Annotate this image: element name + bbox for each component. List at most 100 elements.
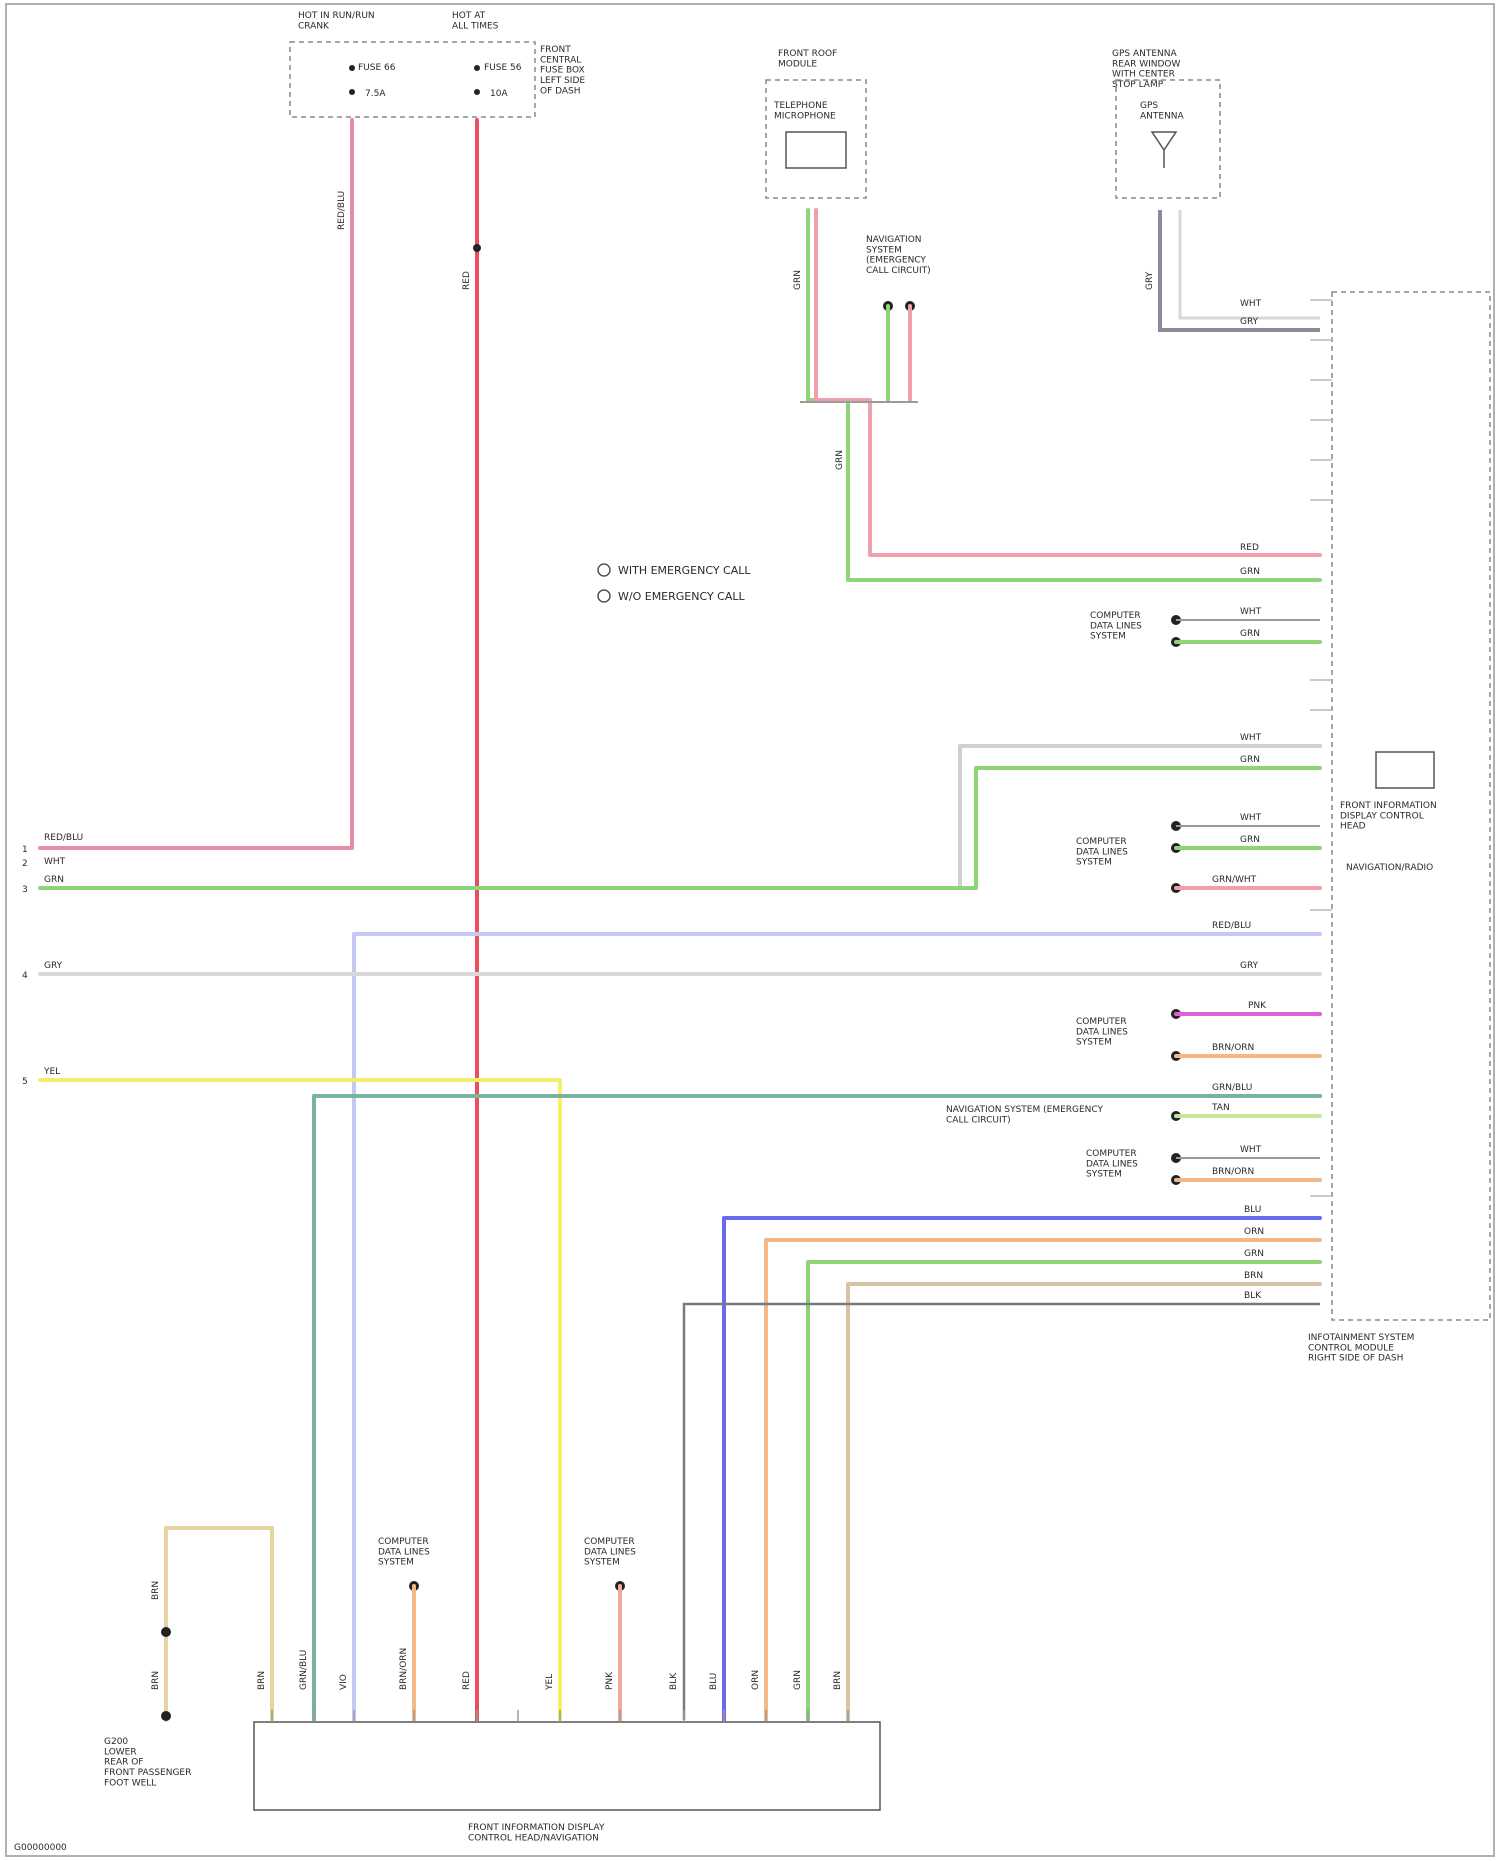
legend-item-1: WITH EMERGENCY CALL bbox=[618, 564, 751, 577]
btag-grn: GRN bbox=[793, 1670, 803, 1690]
left-pin-2-label: WHT bbox=[44, 857, 66, 867]
computer-data-lines-label-4: COMPUTERDATA LINESSYSTEM bbox=[1086, 1149, 1138, 1180]
btag-blu: BLU bbox=[709, 1673, 719, 1690]
tag-grn-blu: GRN/BLU bbox=[1212, 1083, 1252, 1093]
wire-green-bus bbox=[808, 1262, 1320, 1720]
wire-green-input bbox=[976, 768, 1320, 888]
tag-pnk: PNK bbox=[1248, 1001, 1267, 1011]
tag-wht-3: WHT bbox=[1240, 733, 1262, 743]
wire-color-tags-vertical: RED/BLU RED GRN GRN GRY bbox=[337, 191, 1155, 470]
wire-color-tags-bottom: BRN BRN BRN GRN/BLU VIO BRN/ORN RED YEL … bbox=[151, 1581, 843, 1691]
wire-yellow-input bbox=[40, 1080, 560, 1720]
computer-data-lines-label-2: COMPUTERDATA LINESSYSTEM bbox=[1076, 837, 1128, 868]
computer-data-lines-label-5: COMPUTERDATA LINESSYSTEM bbox=[378, 1537, 430, 1568]
btag-vio: VIO bbox=[339, 1674, 349, 1690]
btag-grn-blu: GRN/BLU bbox=[299, 1650, 309, 1690]
tag-grn-2: GRN bbox=[1240, 629, 1260, 639]
tag-red-blu: RED/BLU bbox=[1212, 921, 1251, 931]
fuse-b-rating: 10A bbox=[490, 89, 508, 99]
wire-gps-antenna bbox=[1160, 210, 1320, 330]
bottom-display-module: FRONT INFORMATION DISPLAYCONTROL HEAD/NA… bbox=[254, 1722, 880, 1843]
bottom-module-pins bbox=[272, 1710, 848, 1722]
tag-wht-4: WHT bbox=[1240, 813, 1262, 823]
wire-blue-bus bbox=[724, 1218, 1320, 1720]
left-pin-5-label: YEL bbox=[43, 1067, 60, 1077]
tag-blk: BLK bbox=[1244, 1291, 1262, 1301]
tag-gry-2: GRY bbox=[1240, 961, 1259, 971]
wire-ground-loop bbox=[166, 1528, 272, 1720]
btag-orn: ORN bbox=[751, 1670, 761, 1690]
legend-marker-1 bbox=[598, 564, 610, 576]
tag-grn-5: GRN bbox=[1244, 1249, 1264, 1259]
left-pin-1-label: RED/BLU bbox=[44, 833, 83, 843]
btag-brn-1: BRN bbox=[151, 1581, 161, 1600]
wire-color-tags: WHT GRY RED GRN WHT GRN WHT GRN WHT GRN … bbox=[1211, 299, 1267, 1301]
legend-marker-2 bbox=[598, 590, 610, 602]
left-pin-3: 3 bbox=[22, 885, 28, 895]
vtag-grn-mic: GRN bbox=[835, 450, 845, 470]
vtag-gry-gps: GRY bbox=[1145, 271, 1155, 290]
wire-grn-blu-long bbox=[314, 1096, 1320, 1720]
tag-brn-orn-1: BRN/ORN bbox=[1212, 1043, 1254, 1053]
btag-red: RED bbox=[462, 1671, 472, 1690]
microphone-icon bbox=[786, 132, 846, 168]
tag-orn: ORN bbox=[1244, 1227, 1264, 1237]
legend-item-2: W/O EMERGENCY CALL bbox=[618, 590, 746, 603]
tag-wht-5: WHT bbox=[1240, 1145, 1262, 1155]
computer-data-lines-label-6: COMPUTERDATA LINESSYSTEM bbox=[584, 1537, 636, 1568]
tag-grn-1: GRN bbox=[1240, 567, 1260, 577]
btag-brn-2: BRN bbox=[151, 1671, 161, 1690]
btag-blk: BLK bbox=[669, 1672, 679, 1690]
vtag-grn-top: GRN bbox=[793, 270, 803, 290]
left-pin-4: 4 bbox=[22, 971, 28, 981]
footer-code: G00000000 bbox=[14, 1843, 67, 1853]
wire-black-bus bbox=[684, 1304, 1320, 1720]
tag-brn-orn-2: BRN/ORN bbox=[1212, 1167, 1254, 1177]
btag-brn-3: BRN bbox=[257, 1671, 267, 1690]
display-icon bbox=[1376, 752, 1434, 788]
legend: WITH EMERGENCY CALL W/O EMERGENCY CALL bbox=[598, 564, 751, 603]
wire-fuse-a-feed bbox=[40, 120, 352, 848]
antenna-icon bbox=[1152, 132, 1176, 168]
tag-grn-3: GRN bbox=[1240, 755, 1260, 765]
btag-pnk: PNK bbox=[605, 1671, 615, 1690]
btag-yel: YEL bbox=[545, 1674, 555, 1691]
computer-data-lines-bottom-2: COMPUTERDATA LINESSYSTEM bbox=[584, 1537, 636, 1720]
vtag-red: RED bbox=[462, 271, 472, 290]
tag-blu: BLU bbox=[1244, 1205, 1261, 1215]
btag-brn-orn: BRN/ORN bbox=[399, 1648, 409, 1690]
tag-gry-1: GRY bbox=[1240, 317, 1259, 327]
tag-wht-2: WHT bbox=[1240, 607, 1262, 617]
diagram-frame bbox=[6, 4, 1494, 1856]
fuse-b-label: FUSE 56 bbox=[484, 63, 522, 73]
left-pin-4-label: GRY bbox=[44, 961, 63, 971]
fuse-a-label: FUSE 66 bbox=[358, 63, 396, 73]
